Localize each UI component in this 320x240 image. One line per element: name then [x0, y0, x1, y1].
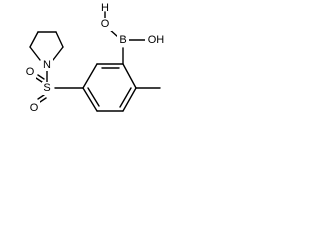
sulfonyl-oxygen-top-label: O: [26, 66, 35, 78]
sulfonyl-bonds: [35, 74, 47, 103]
bond-s-o-bottom-b: [39, 97, 47, 103]
bond-ring-3: [122, 63, 137, 89]
structure-diagram: N S O O B O H OH: [0, 0, 192, 127]
nitrogen-label: N: [43, 59, 51, 71]
bond-c1-c2: [29, 31, 39, 48]
bond-n-c1: [29, 46, 41, 61]
hydroxyl-left-hydrogen-label: H: [101, 2, 109, 14]
bond-ring-double-2: [119, 87, 132, 108]
bond-ring-1: [82, 63, 98, 89]
bond-s-o-bottom-a: [37, 94, 45, 100]
hydroxyl-left-oxygen-label: O: [101, 18, 110, 30]
bond-ring-4: [122, 87, 137, 112]
benzene-ring: [82, 63, 137, 112]
pyrrolidine-ring: [29, 31, 64, 61]
sulfonyl-oxygen-bottom-label: O: [30, 102, 39, 114]
atom-labels: N S O O B O H OH: [24, 2, 167, 114]
sulfur-label: S: [43, 82, 50, 94]
molecule-drawing: N S O O B O H OH: [24, 2, 167, 114]
bond-s-o-top-a: [35, 77, 43, 83]
bond-ring-double-3: [87, 87, 100, 107]
bond-c3-c4: [55, 31, 64, 48]
bond-ring-6: [82, 87, 98, 112]
boron-label: B: [119, 34, 126, 46]
hydroxyl-right-label: OH: [148, 34, 165, 46]
bond-s-o-top-b: [37, 74, 45, 80]
bond-c4-n: [52, 46, 64, 61]
